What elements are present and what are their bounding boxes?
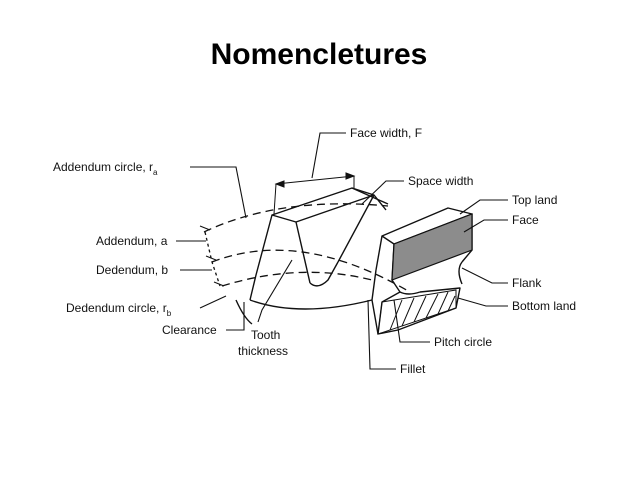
label-face: Face bbox=[512, 213, 539, 227]
label-addendum: Addendum, a bbox=[96, 234, 168, 248]
leader-lines bbox=[176, 132, 508, 370]
label-flank: Flank bbox=[512, 276, 542, 290]
label-pitch-circle: Pitch circle bbox=[434, 335, 492, 349]
dashed-circles bbox=[203, 203, 411, 293]
label-tooth-thickness-1: Tooth bbox=[251, 328, 280, 342]
label-top-land: Top land bbox=[512, 193, 557, 207]
page-title: Nomencletures bbox=[210, 38, 428, 71]
label-dedendum-circle: Dedendum circle, rb bbox=[66, 301, 172, 318]
label-fillet: Fillet bbox=[400, 362, 426, 376]
label-space-width: Space width bbox=[408, 174, 473, 188]
label-bottom-land: Bottom land bbox=[512, 299, 576, 313]
label-addendum-circle: Addendum circle, ra bbox=[53, 160, 158, 177]
label-face-width: Face width, F bbox=[350, 126, 422, 140]
label-dedendum: Dedendum, b bbox=[96, 263, 168, 277]
label-tooth-thickness-2: thickness bbox=[238, 344, 288, 358]
left-tooth bbox=[271, 187, 375, 223]
tooth-face bbox=[391, 213, 473, 281]
hatched-section bbox=[377, 289, 457, 335]
dimension-lines bbox=[199, 172, 356, 287]
label-clearance: Clearance bbox=[162, 323, 217, 337]
